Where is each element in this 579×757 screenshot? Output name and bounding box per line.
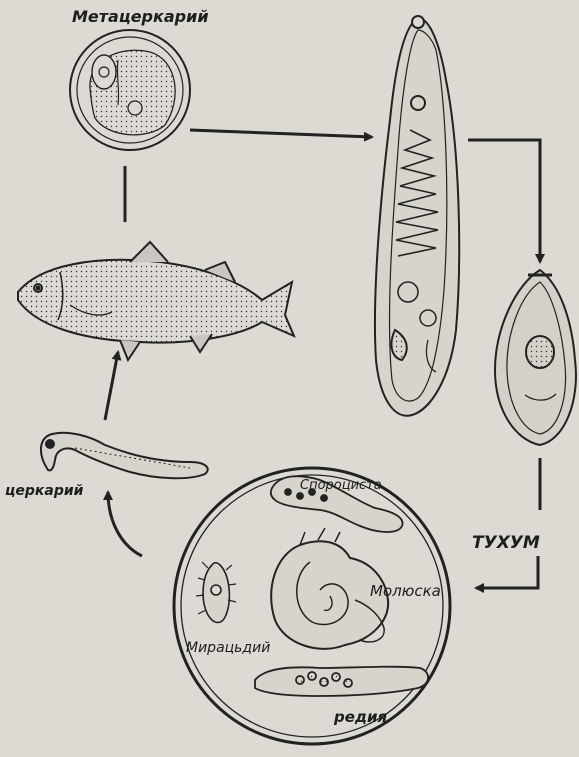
arrow-adult-to-egg xyxy=(468,140,540,262)
cycle-arrows xyxy=(105,130,540,588)
arrow-cercaria-to-fish xyxy=(105,352,118,420)
label-egg: ТУХУМ xyxy=(472,533,540,553)
arrow-mollusk-to-cercaria xyxy=(108,492,142,556)
arrow-cyst-to-adult xyxy=(190,130,372,137)
miracidium xyxy=(196,562,236,623)
redia xyxy=(255,667,428,696)
adult-fluke xyxy=(375,16,459,416)
egg xyxy=(495,270,576,445)
fish xyxy=(18,242,294,360)
cercaria xyxy=(41,433,208,479)
metacercaria-cyst xyxy=(70,30,190,150)
label-cercaria: церкарий xyxy=(5,483,84,499)
label-metacercaria: Метацеркарий xyxy=(72,7,209,26)
label-redia: редия xyxy=(333,708,388,726)
label-mollusk: Молюска xyxy=(370,582,441,600)
label-sporocyst: Спороциста xyxy=(300,478,382,493)
label-miracidium: Мирацьдий xyxy=(186,640,270,656)
arrow-egg-to-mollusk xyxy=(476,556,538,588)
